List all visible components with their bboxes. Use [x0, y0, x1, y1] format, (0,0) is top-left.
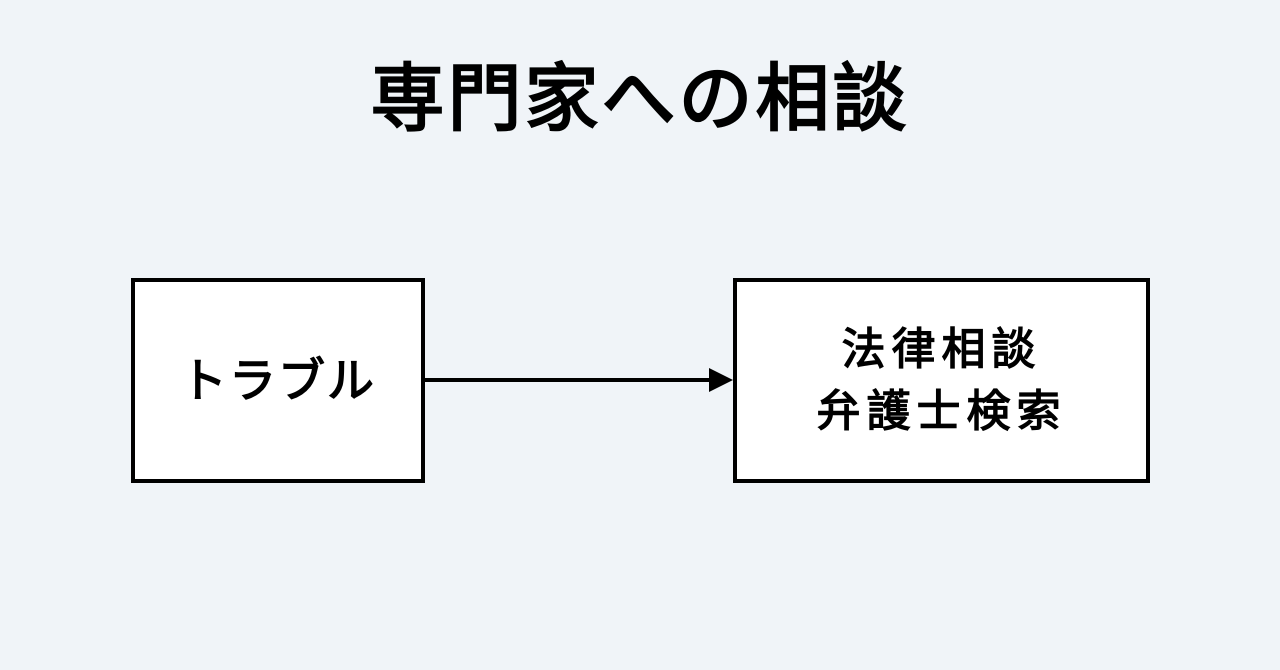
legal-search-box-line-2: 弁護士検索 [816, 386, 1067, 436]
trouble-box-label: トラブル [180, 353, 376, 407]
trouble-box: トラブル [131, 278, 425, 483]
legal-search-box-line-1: 法律相談 [841, 324, 1042, 374]
arrow-right-icon [425, 368, 733, 392]
page-title: 専門家への相談 [370, 57, 910, 140]
legal-search-box: 法律相談 弁護士検索 [733, 278, 1150, 483]
